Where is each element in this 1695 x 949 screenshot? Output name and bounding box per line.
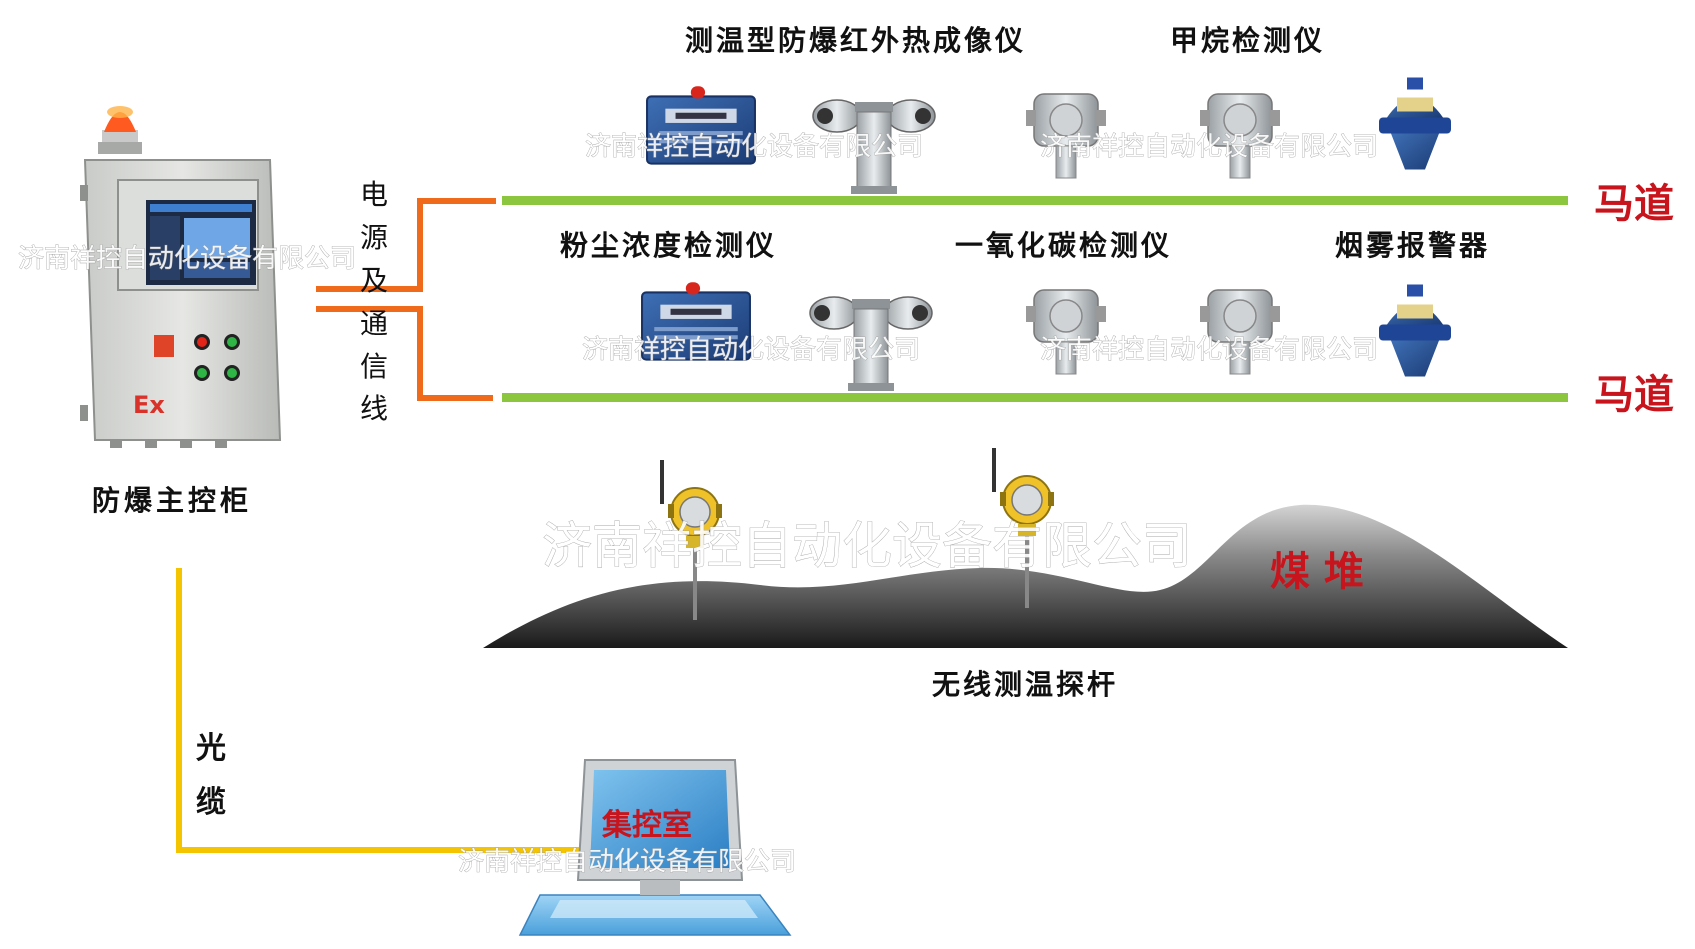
cabinet-ex-mark: Ex [133, 391, 165, 419]
smoke-alarm-label: 烟雾报警器 [1335, 229, 1490, 262]
power-line-char: 及 [360, 264, 388, 297]
co-detector-label: 一氧化碳检测仪 [955, 229, 1172, 262]
methane-detector-label: 甲烷检测仪 [1170, 24, 1325, 57]
coal-pile-label: 煤 堆 [1270, 549, 1364, 595]
road-line-bottom [502, 393, 1568, 402]
watermark: 济南祥控自动化设备有限公司 [582, 335, 920, 365]
explosion-proof-cabinet-icon: Ex [80, 106, 282, 448]
fiber-label: 光 [196, 731, 226, 766]
power-line-char: 通 [360, 307, 388, 340]
power-line-char: 电 [360, 178, 388, 211]
thermal-camera-label: 测温型防爆红外热成像仪 [685, 24, 1026, 57]
fiber-label: 缆 [196, 785, 226, 820]
smoke-alarm-icon [1379, 77, 1451, 170]
road-line-top [502, 196, 1568, 205]
watermark: 济南祥控自动化设备有限公司 [458, 847, 796, 877]
watermark: 济南祥控自动化设备有限公司 [1040, 132, 1378, 162]
power-line-char: 源 [360, 221, 388, 254]
dust-detector-label: 粉尘浓度检测仪 [560, 229, 777, 262]
power-line-label: 电 源 及 通 信 线 [360, 178, 388, 425]
watermark: 济南祥控自动化设备有限公司 [1040, 335, 1378, 365]
watermark: 济南祥控自动化设备有限公司 [542, 517, 1192, 575]
road-label-bottom: 马道 [1594, 372, 1674, 418]
fiber-cable-line [176, 568, 596, 853]
watermark: 济南祥控自动化设备有限公司 [18, 244, 356, 274]
cabinet-label: 防爆主控柜 [92, 484, 252, 517]
power-line-char: 线 [360, 392, 388, 425]
control-room-label: 集控室 [601, 808, 692, 843]
computer-icon [518, 759, 792, 936]
power-line-top [316, 198, 496, 292]
road-label-top: 马道 [1594, 181, 1674, 227]
power-line-char: 信 [360, 350, 388, 383]
wireless-probe-label: 无线测温探杆 [932, 668, 1118, 701]
power-line-bottom [316, 306, 493, 401]
power-comm-lines [316, 198, 496, 401]
smoke-alarm-icon [1379, 284, 1451, 377]
watermark: 济南祥控自动化设备有限公司 [585, 132, 923, 162]
